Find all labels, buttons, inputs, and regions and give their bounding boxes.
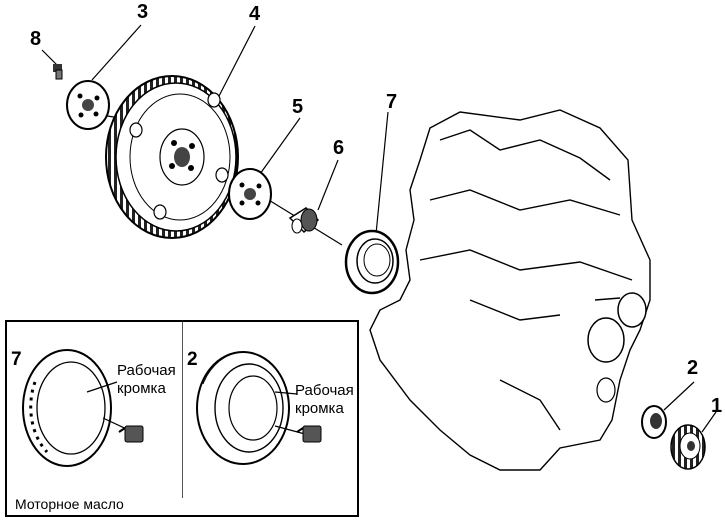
adapter-plate-part-3 [66, 80, 110, 130]
inset-seal-7 [22, 349, 112, 467]
oil-can-icon-left [118, 425, 144, 443]
working-edge-label-line1-right: Рабочая [295, 382, 354, 399]
inset-right-leaders [274, 391, 306, 435]
seal-lubrication-inset: 7 Рабочая кромка 2 Рабочая кромка Моторн… [5, 320, 359, 517]
oil-can-icon-right [296, 425, 322, 443]
engine-block [369, 109, 651, 471]
callout-4: 4 [249, 3, 261, 25]
oil-seal-part-7 [344, 229, 400, 295]
inset-drawing [22, 349, 322, 467]
callout-5: 5 [292, 96, 304, 118]
inset-seal-2 [196, 351, 290, 465]
callout-2: 2 [687, 357, 699, 379]
inset-callout-2: 2 [187, 349, 198, 370]
engine-oil-caption: Моторное масло [15, 496, 124, 512]
inset-callout-7: 7 [11, 349, 22, 370]
front-oil-seal-part-2 [641, 405, 667, 439]
crank-sprocket-part-1 [670, 424, 706, 470]
callout-6: 6 [333, 137, 345, 159]
flywheel-part-4 [105, 75, 239, 239]
bushing-part-6 [288, 207, 320, 234]
callout-7: 7 [386, 91, 398, 113]
callout-3: 3 [137, 1, 149, 23]
working-edge-label-line1-left: Рабочая [117, 362, 176, 379]
crankshaft-boss [587, 292, 647, 403]
working-edge-label-line2-right: кромка [295, 400, 344, 417]
callout-8: 8 [30, 28, 42, 50]
callout-1: 1 [711, 395, 723, 417]
plate-part-5 [228, 168, 272, 220]
inset-divider [182, 322, 183, 498]
bolt-part-8 [53, 64, 63, 80]
working-edge-label-line2-left: кромка [117, 380, 166, 397]
